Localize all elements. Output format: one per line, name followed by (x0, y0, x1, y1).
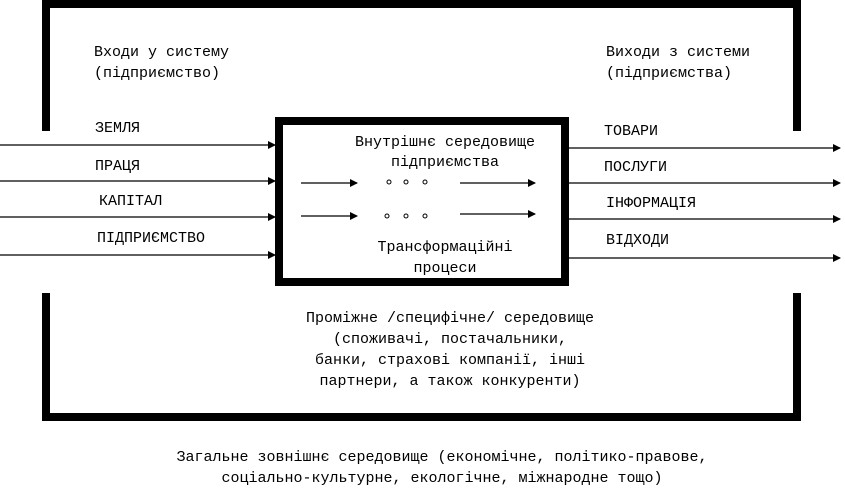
internal-env-subtitle: підприємства (390, 154, 500, 171)
inputs-title: Входи у систему (94, 44, 230, 61)
process-dots (384, 179, 428, 219)
internal-env-title: Внутрішнє середовище (354, 134, 536, 151)
process-arrows (301, 179, 536, 220)
intermediate-frame-bottom (42, 293, 801, 421)
intermediate-env-line3: банки, страхові компанії, інші (314, 352, 586, 369)
intermediate-env-line1: Проміжне /специфічне/ середовище (305, 310, 595, 327)
enterprise-box (275, 117, 569, 286)
input-label-capital: КАПІТАЛ (99, 193, 163, 210)
outputs-subtitle: (підприємства) (606, 65, 733, 82)
input-arrows (0, 141, 276, 259)
output-label-services: ПОСЛУГИ (604, 159, 668, 176)
outputs-title: Виходи з системи (606, 44, 751, 61)
output-arrows (569, 144, 841, 262)
intermediate-env-line4: партнери, а також конкуренти) (319, 373, 581, 390)
output-label-information: ІНФОРМАЦІЯ (606, 195, 697, 212)
input-label-labor: ПРАЦЯ (95, 158, 141, 175)
input-label-land: ЗЕМЛЯ (95, 120, 141, 137)
general-env-line1: Загальне зовнішнє середовище (економічне… (176, 449, 708, 466)
intermediate-env-line2: (споживачі, постачальники, (332, 331, 568, 348)
inputs-subtitle: (підприємство) (94, 65, 221, 82)
output-label-goods: ТОВАРИ (604, 123, 659, 140)
intermediate-frame-top (42, 0, 801, 131)
input-label-entrepreneurship: ПІДПРИЄМСТВО (97, 230, 206, 247)
transformation-subtitle: процеси (413, 260, 477, 277)
output-label-waste: ВІДХОДИ (606, 232, 670, 249)
transformation-title: Трансформаційні (377, 239, 513, 256)
general-env-line2: соціально-культурне, екологічне, міжнаро… (221, 470, 663, 487)
